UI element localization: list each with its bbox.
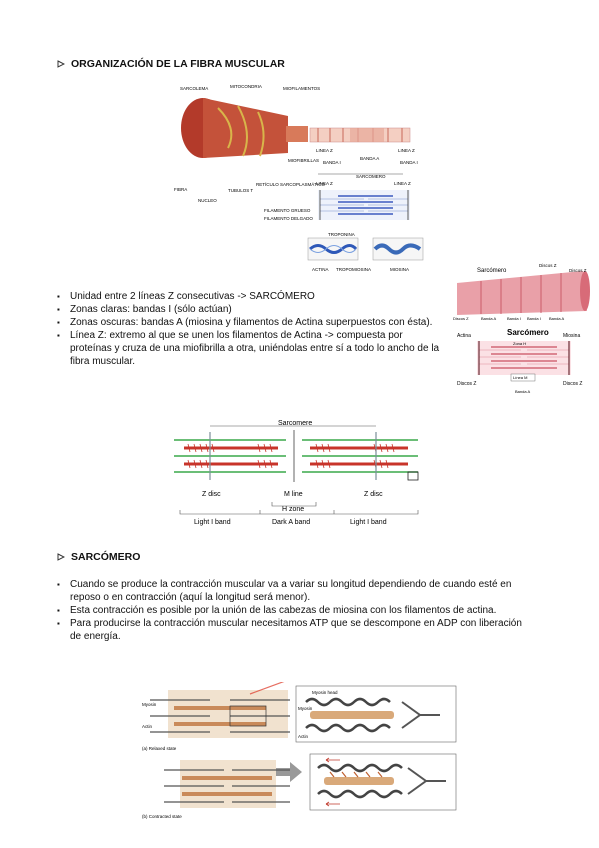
bullet-item: Zonas oscuras: bandas A (miosina y filam… bbox=[57, 316, 442, 329]
label-discos-z-3: Discos Z bbox=[453, 316, 469, 321]
label-actina: Actina bbox=[457, 333, 471, 339]
label-discos-z-1: Discos Z bbox=[539, 263, 557, 268]
label-actin-1: Actin bbox=[142, 724, 153, 729]
label-miofibrillas: MIOFIBRILLAS bbox=[288, 158, 319, 163]
contracted-state-diagram bbox=[164, 760, 290, 808]
label-myosin-1: Myosin bbox=[142, 702, 157, 707]
label-nucleo: NUCLEO bbox=[198, 198, 217, 203]
label-miofilamentos: MIOFILAMENTOS bbox=[283, 86, 320, 91]
bullet-item: Unidad entre 2 líneas Z consecutivas -> … bbox=[57, 290, 442, 303]
label-filamento-grueso: FILAMENTO GRUESO bbox=[264, 208, 311, 213]
filament-diagram bbox=[318, 190, 410, 220]
sarcomere-inset bbox=[477, 341, 571, 375]
label-miosina: MIOSINA bbox=[390, 267, 409, 272]
label-sarcolema: SARCOLEMA bbox=[180, 86, 208, 91]
label-discos-z-2: Discos Z bbox=[569, 268, 587, 273]
section-heading-sarcomero: SARCÓMERO bbox=[57, 551, 140, 563]
figure-sarcomero-rosa: Sarcómero Discos Z Discos Z Discos Z Ban… bbox=[453, 263, 590, 394]
label-dark-band: Dark A band bbox=[272, 519, 310, 526]
bullet-list-fibra: Unidad entre 2 líneas Z consecutivas -> … bbox=[57, 290, 442, 368]
label-sarcomere: Sarcomere bbox=[278, 420, 312, 427]
label-bandai-1: BANDA I bbox=[323, 160, 341, 165]
label-light-band-1: Light I band bbox=[194, 519, 231, 526]
triangle-bullet-icon bbox=[57, 60, 65, 68]
figure-fibra-muscular: SARCOLEMA MITOCONDRIA MIOFILAMENTOS MIOF… bbox=[174, 84, 424, 272]
label-sarcomero-top: Sarcómero bbox=[477, 268, 507, 274]
bullet-item: Zonas claras: bandas I (sólo actúan) bbox=[57, 303, 442, 316]
label-bandaa: BANDA A bbox=[360, 156, 379, 161]
label-fibra: FIBRA bbox=[174, 187, 187, 192]
label-light-band-2: Light I band bbox=[350, 519, 387, 526]
label-banda-a-bottom: Banda A bbox=[515, 389, 530, 394]
label-zona-h: Zona H bbox=[513, 341, 526, 346]
label-z-disc-1: Z disc bbox=[202, 491, 221, 498]
label-contracted-state: (b) Contracted state bbox=[142, 814, 182, 819]
section-heading-fibra: ORGANIZACIÓN DE LA FIBRA MUSCULAR bbox=[57, 58, 285, 70]
label-linea-m: Línea M bbox=[513, 375, 527, 380]
bullet-item: Línea Z: extremo al que se unen los fila… bbox=[57, 329, 442, 368]
heading-text: ORGANIZACIÓN DE LA FIBRA MUSCULAR bbox=[71, 58, 285, 70]
label-mitocondria: MITOCONDRIA bbox=[230, 84, 262, 89]
label-reticulo: RETÍCULO SARCOPLASMÁTICO bbox=[256, 181, 326, 187]
label-h-zone: H zone bbox=[282, 506, 304, 513]
bullet-item: Cuando se produce la contracción muscula… bbox=[57, 578, 535, 604]
label-sarcomero-title: Sarcómero bbox=[507, 328, 549, 337]
bullet-list-sarcomero: Cuando se produce la contracción muscula… bbox=[57, 578, 535, 643]
bullet-item: Para producirse la contracción muscular … bbox=[57, 617, 535, 643]
label-actin-2: Actin bbox=[298, 734, 309, 739]
label-banda-a-1: Banda A bbox=[481, 316, 496, 321]
label-miosina: Miosina bbox=[563, 333, 580, 339]
label-banda-i-1: Banda I bbox=[507, 316, 521, 321]
label-sarcomero: SARCOMERO bbox=[356, 174, 386, 179]
heading-text: SARCÓMERO bbox=[71, 551, 141, 563]
figure-sarcomere-schematic: Sarcomere Z disc M line Z disc H zone Li… bbox=[168, 420, 430, 526]
fiber-pink bbox=[457, 271, 587, 315]
label-lineaz-2: LINEA Z bbox=[398, 148, 415, 153]
label-banda-a-2: Banda A bbox=[549, 316, 564, 321]
label-bandai-2: BANDA I bbox=[400, 160, 418, 165]
bullet-item: Esta contracción es posible por la unión… bbox=[57, 604, 535, 617]
label-lineaz-1: LINEA Z bbox=[316, 148, 333, 153]
label-myosin-2: Myosin bbox=[298, 706, 313, 711]
label-z-disc-2: Z disc bbox=[364, 491, 383, 498]
label-tropomiosina: TROPOMIOSINA bbox=[336, 267, 371, 272]
label-m-line: M line bbox=[284, 491, 303, 498]
label-banda-i-2: Banda I bbox=[527, 316, 541, 321]
label-lineaz-4: LINEA Z bbox=[394, 181, 411, 186]
arrow-icon bbox=[274, 762, 302, 782]
label-actina: ACTINA bbox=[312, 267, 329, 272]
label-lineaz-3: LINEA Z bbox=[316, 181, 333, 186]
label-discos-z-br: Discos Z bbox=[563, 381, 582, 387]
relaxed-state-diagram bbox=[150, 690, 290, 738]
label-discos-z-bl: Discos Z bbox=[457, 381, 476, 387]
label-filamento-delgado: FILAMENTO DELGADO bbox=[264, 216, 313, 221]
label-tubulos: TUBULOS T bbox=[228, 188, 253, 193]
label-relaxed-state: (a) Relaxed state bbox=[142, 746, 177, 751]
figure-relaxed-contracted: Myosin Actin (a) Relaxed state Myosin he… bbox=[142, 682, 457, 819]
label-troponina: TROPONINA bbox=[328, 232, 355, 237]
triangle-bullet-icon bbox=[57, 553, 65, 561]
label-myosin-head: Myosin head bbox=[312, 690, 338, 695]
